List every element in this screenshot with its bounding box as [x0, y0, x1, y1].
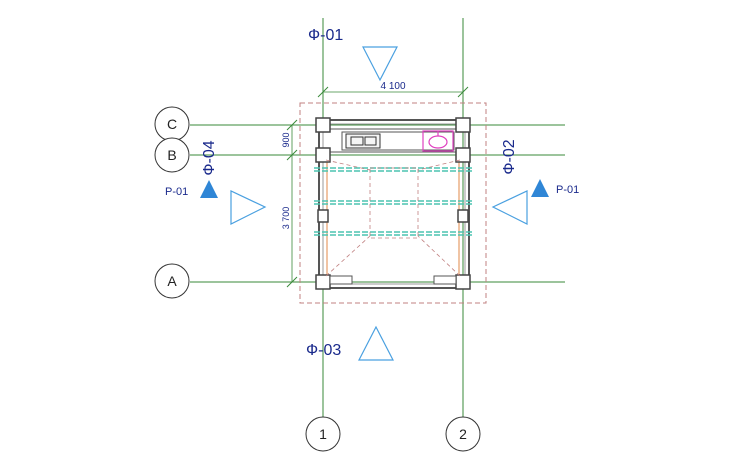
axis-bubble-2: 2 — [445, 416, 481, 452]
dimension-height — [286, 119, 298, 288]
section-marker-right — [531, 179, 549, 197]
hip-lines — [325, 159, 461, 277]
axis-bubble-a: A — [154, 263, 190, 299]
facade-marker-bottom — [358, 325, 394, 361]
svg-text:A: A — [167, 273, 177, 289]
facade-label-top: Ф-01 — [308, 27, 343, 44]
dimension-900-label: 900 — [281, 132, 291, 147]
axis-bubble-c: C — [154, 106, 190, 142]
facade-label-left: Ф-04 — [201, 140, 218, 175]
facade-marker-left — [230, 190, 267, 225]
facade-marker-top — [362, 46, 398, 82]
dimension-width-label: 4 100 — [380, 81, 405, 92]
svg-text:C: C — [167, 116, 177, 132]
stair-lines — [314, 167, 472, 236]
svg-text:1: 1 — [319, 426, 327, 442]
section-marker-left — [200, 180, 218, 198]
lower-wall-segments — [329, 275, 457, 285]
roof-outline — [299, 102, 487, 304]
facade-label-bottom: Ф-03 — [306, 342, 341, 359]
dimension-width — [317, 86, 469, 98]
section-label-left: P-01 — [165, 186, 188, 198]
svg-text:2: 2 — [459, 426, 467, 442]
dimension-3700-label: 3 700 — [281, 207, 291, 230]
sink-icon — [422, 130, 454, 152]
column-posts — [315, 117, 471, 290]
kitchen-counter — [341, 131, 455, 151]
section-label-right: P-01 — [556, 184, 579, 196]
facade-label-right: Ф-02 — [501, 139, 518, 174]
axis-bubble-b: B — [154, 137, 190, 173]
facade-marker-right — [491, 190, 528, 225]
axis-bubble-1: 1 — [305, 416, 341, 452]
svg-text:B: B — [167, 147, 176, 163]
